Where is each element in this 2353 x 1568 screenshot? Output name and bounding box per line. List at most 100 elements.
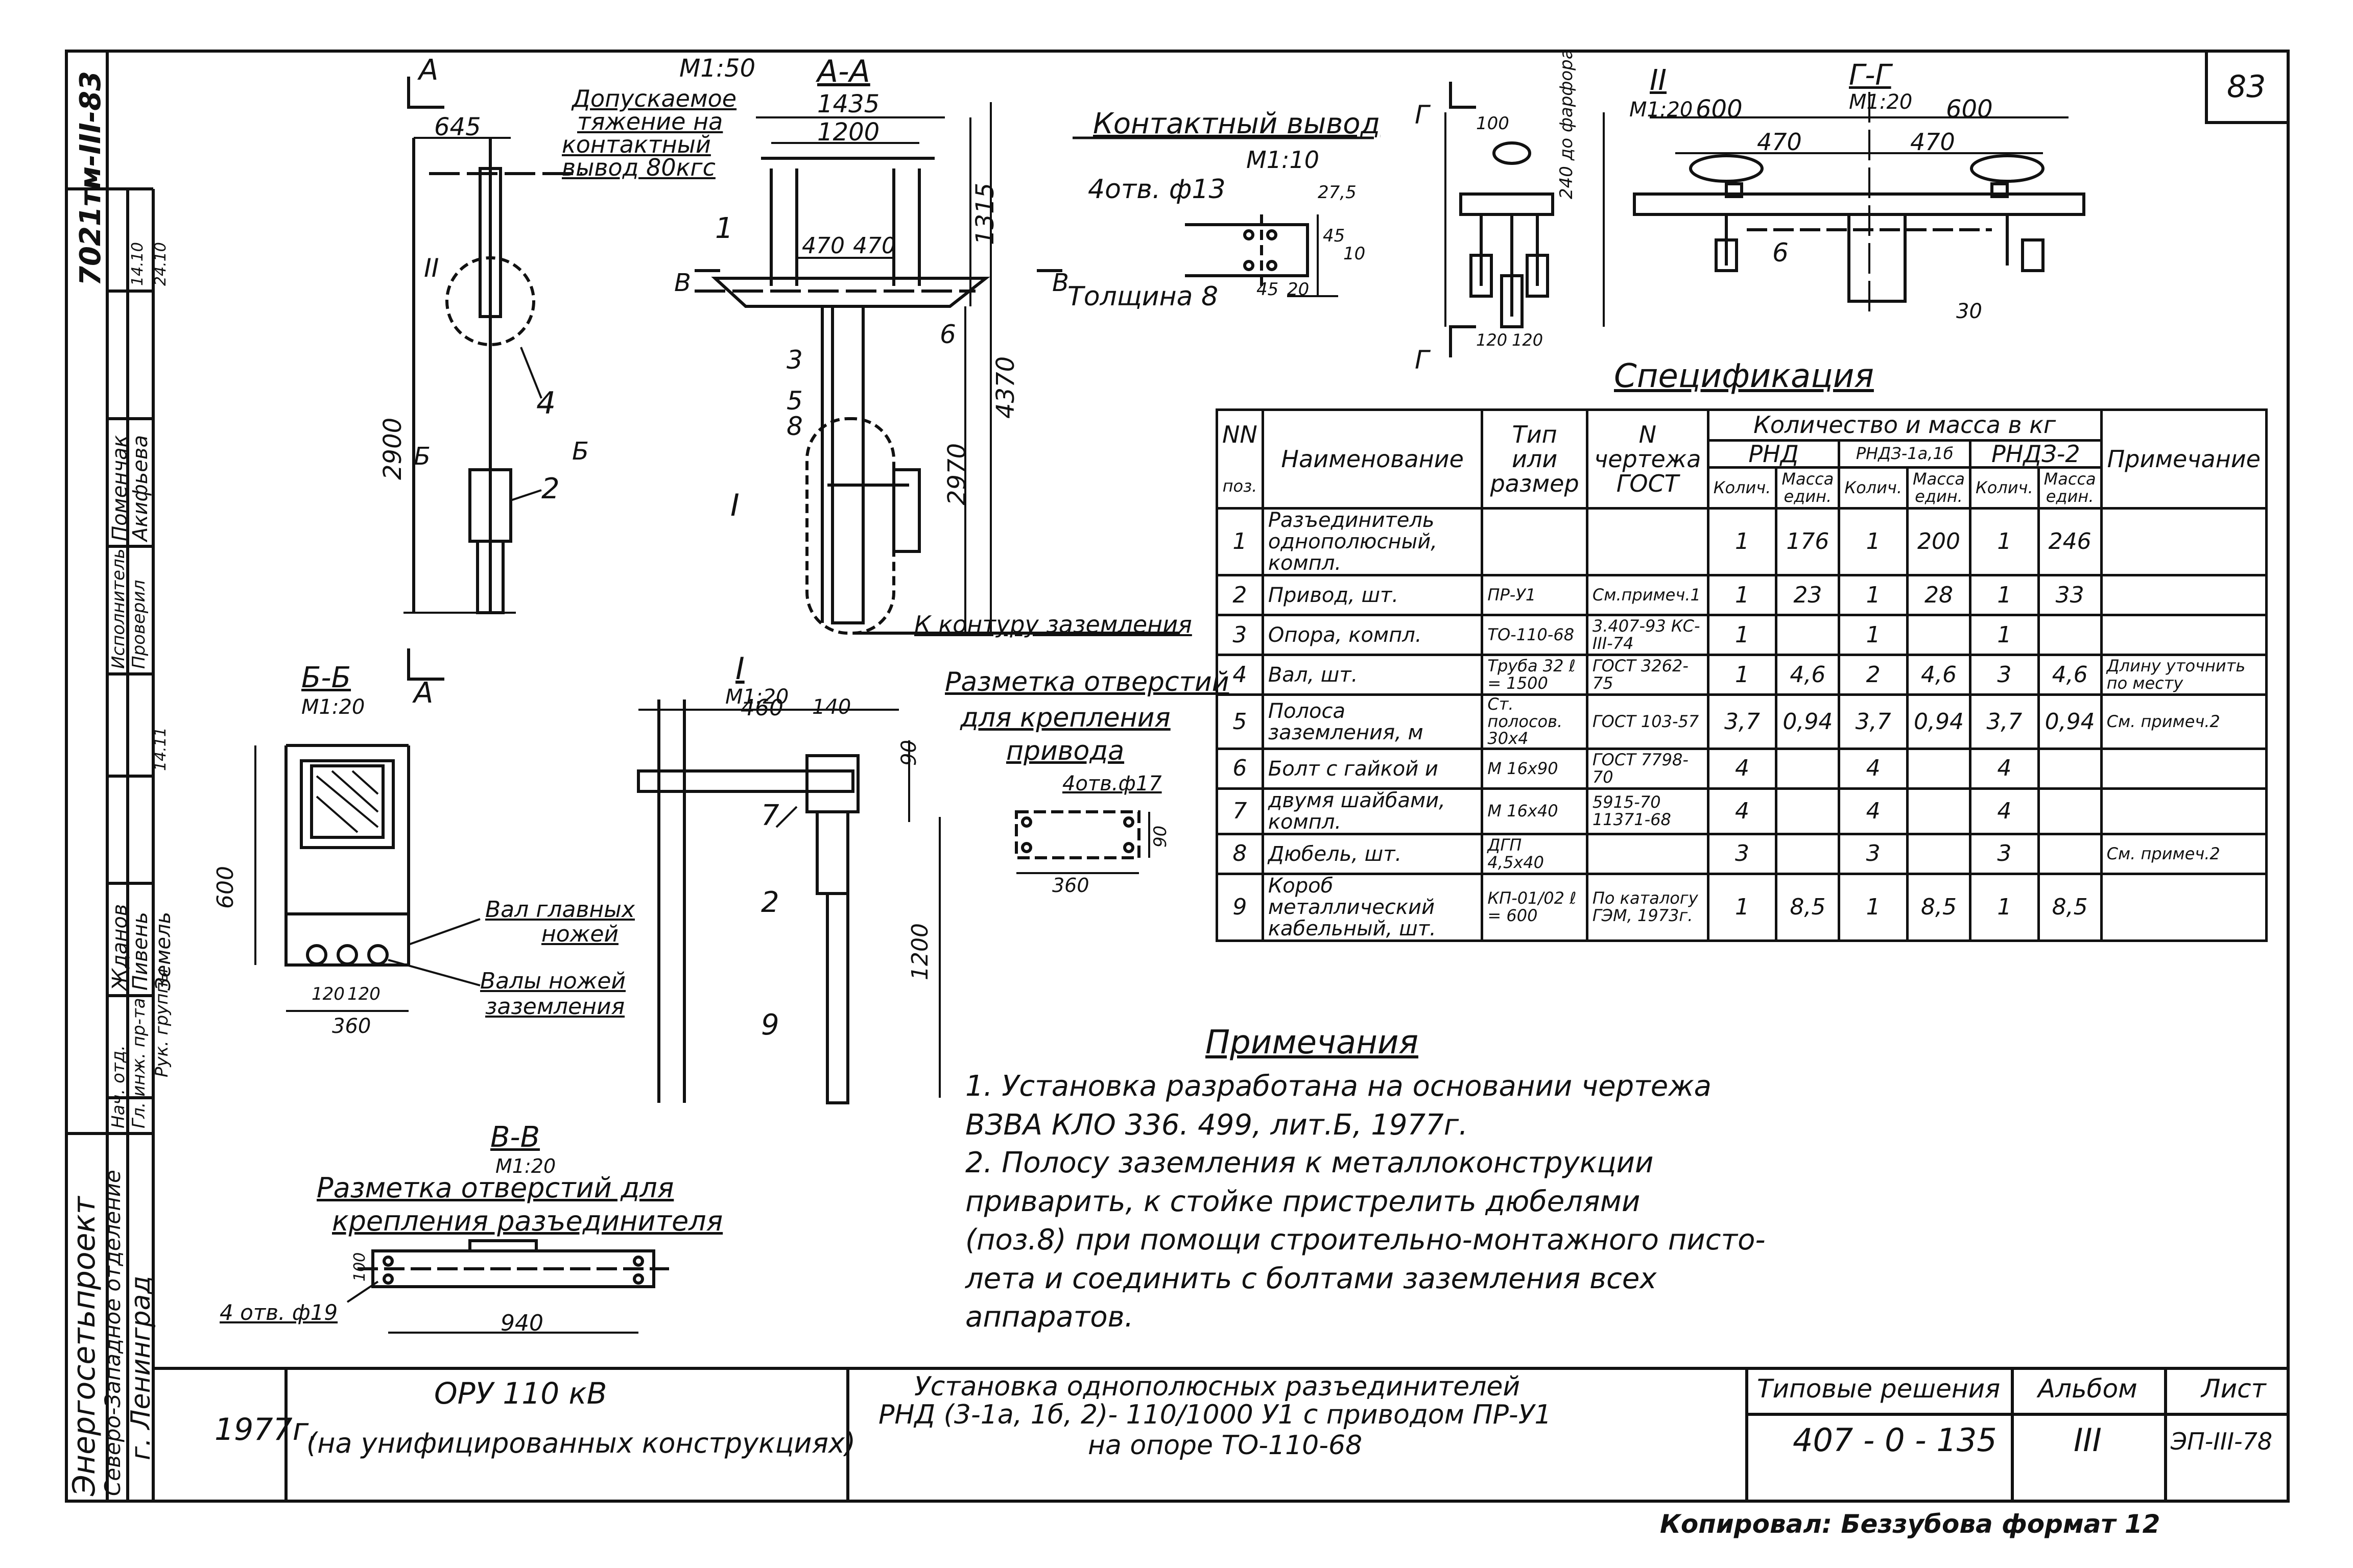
spec-cell-gost <box>1585 833 1709 876</box>
side-role-2: Гл. инж. пр-та <box>129 998 149 1128</box>
section-bb-scale: М1:20 <box>301 695 365 719</box>
cut-label-g-top: Г <box>1415 100 1429 130</box>
dim-1315: 1315 <box>971 182 1000 245</box>
spec-cell-q3: 3,7 <box>1969 693 2040 751</box>
spec-header-mass-2: Масса един. <box>1906 466 1972 510</box>
spec-cell-n: 1 <box>1216 507 1264 577</box>
spec-cell-gost: 5915-70 11371-68 <box>1585 787 1709 836</box>
spec-cell-note <box>2100 614 2268 657</box>
spec-cell-m2: 4,6 <box>1906 654 1972 696</box>
spec-cell-gost: ГОСТ 3262-75 <box>1585 654 1709 696</box>
section-bb-dim-120b: 120 <box>347 984 381 1004</box>
spec-cell-name: Дюбель, шт. <box>1261 833 1484 876</box>
load-note-1: Допускаемое <box>572 85 737 112</box>
spec-cell-m2 <box>1906 833 1972 876</box>
side-date-2: 24.10 <box>152 242 170 286</box>
spec-cell-n: 3 <box>1216 614 1264 657</box>
cut-label-g-bottom: Г <box>1415 345 1429 375</box>
spec-header-nn-text: NN <box>1222 420 1257 448</box>
section-bb-dim-600: 600 <box>212 866 239 909</box>
detail-i-dim-460: 460 <box>741 695 783 721</box>
cut-label-b-left: Б <box>414 442 431 471</box>
spec-header-kol-2: Колич. <box>1838 466 1909 510</box>
side-name-3: Земель <box>152 911 175 991</box>
spec-cell-n: 2 <box>1216 574 1264 617</box>
spec-cell-gost: ГОСТ 103-57 <box>1585 693 1709 751</box>
spec-cell-name: двумя шайбами, компл. <box>1261 787 1484 836</box>
detail-i-dim-1200: 1200 <box>907 923 933 980</box>
spec-cell-name: Короб металлический кабельный, шт. <box>1261 873 1484 943</box>
cut-label-v-right: В <box>1052 269 1069 297</box>
spec-cell-q3: 1 <box>1969 873 2040 943</box>
section-vv-title: В-В <box>490 1121 540 1154</box>
spec-cell-type: Труба 32 ℓ = 1500 <box>1481 654 1588 696</box>
spec-cell-q3: 3 <box>1969 833 2040 876</box>
detail-ii-dim-240: 240 до фарфора <box>1556 49 1577 199</box>
contact-dim-45b: 45 <box>1256 279 1279 300</box>
note-1: 1. Установка разработана на основании че… <box>965 1070 1712 1142</box>
spec-cell-m3: 246 <box>2037 507 2103 577</box>
title-year: 1977г. <box>215 1412 319 1448</box>
spec-cell-q2: 2 <box>1838 654 1909 696</box>
load-note-2: тяжение на <box>577 108 723 135</box>
spec-cell-m1: 4,6 <box>1775 654 1841 696</box>
cut-label-b-right: Б <box>572 437 589 466</box>
spec-header-type-1: Тип <box>1512 420 1557 448</box>
drive-holes-dim-360: 360 <box>1052 874 1089 897</box>
spec-cell-m3: 33 <box>2037 574 2103 617</box>
load-note-4: вывод 80кгс <box>562 154 716 181</box>
spec-cell-q3: 1 <box>1969 507 2040 577</box>
side-role-1: Нач. отд. <box>108 1045 129 1128</box>
spec-cell-type: ТО-110-68 <box>1481 614 1588 657</box>
spec-cell-type: Ст. полосов. 30х4 <box>1481 693 1588 751</box>
dim-2970: 2970 <box>943 443 971 505</box>
spec-cell-type: КП-01/02 ℓ = 600 <box>1481 873 1588 943</box>
spec-cell-type: ДГП 4,5х40 <box>1481 833 1588 876</box>
detail-i-dim-140: 140 <box>812 695 851 719</box>
spec-cell-m2: 28 <box>1906 574 1972 617</box>
spec-cell-q1: 4 <box>1706 787 1778 836</box>
title-object-sub: (на унифицированных конструкциях) <box>306 1427 856 1459</box>
detail-i-dim-90: 90 <box>897 740 921 766</box>
spec-header-name: Наименование <box>1261 408 1484 510</box>
spec-header-mass-3: Масса един. <box>2037 466 2103 510</box>
side-name-2: Пивень <box>129 912 152 991</box>
title-sheet-label: Лист <box>2201 1374 2266 1404</box>
side-name-1: Жданов <box>108 904 132 991</box>
spec-cell-note: См. примеч.2 <box>2100 833 2268 876</box>
side-dept: Северо-Западное отделение <box>100 1170 125 1496</box>
section-gg-dim-600b: 600 <box>1946 95 1993 124</box>
cut-label-v-left: В <box>674 269 691 297</box>
section-gg-title: Г-Г <box>1849 59 1891 92</box>
spec-cell-m2: 8,5 <box>1906 873 1972 943</box>
dim-1435: 1435 <box>817 90 880 118</box>
spec-cell-q1: 1 <box>1706 873 1778 943</box>
spec-cell-q1: 3,7 <box>1706 693 1778 751</box>
section-vv-caption-2: крепления разъединителя <box>332 1205 723 1237</box>
section-bb-dim-360: 360 <box>332 1015 371 1038</box>
contact-scale: М1:10 <box>1246 146 1319 174</box>
detail-ii-dim-120b: 120 <box>1512 330 1543 350</box>
cut-label-a: А <box>419 54 439 87</box>
spec-header-poz: поз. <box>1222 476 1257 496</box>
contact-dim-45a: 45 <box>1323 226 1345 246</box>
label-ground-shaft-2: заземления <box>485 994 625 1020</box>
dim-470-left: 470 <box>802 233 845 259</box>
spec-cell-gost <box>1585 507 1709 577</box>
spec-cell-note <box>2100 873 2268 943</box>
spec-header-gost-2: ГОСТ <box>1616 470 1679 498</box>
load-note-3: контактный <box>562 131 711 158</box>
cut-label-a-bottom: А <box>414 677 434 710</box>
dim-470-right: 470 <box>853 233 896 259</box>
spec-table: NN поз. Наименование Тип или размер N че… <box>1216 408 2268 943</box>
spec-header-note: Примечание <box>2100 408 2268 510</box>
spec-cell-q3: 3 <box>1969 654 2040 696</box>
